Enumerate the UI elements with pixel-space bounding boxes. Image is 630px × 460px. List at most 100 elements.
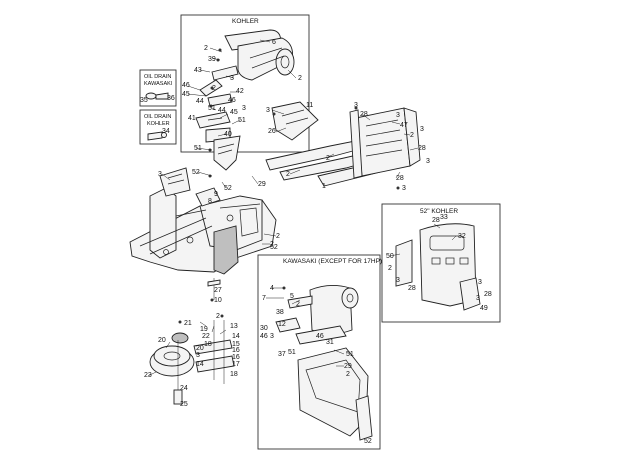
rear-frame-assembly (265, 101, 421, 187)
oil-drain-parts (145, 92, 169, 141)
callout: 29 (344, 363, 352, 370)
callout: 28 (360, 111, 368, 118)
callout: 3 (230, 75, 234, 82)
callout: 16 (232, 354, 240, 361)
callout: 20 (158, 337, 166, 344)
callout: 2 (270, 241, 274, 248)
callout: 29 (258, 181, 266, 188)
callout: 17 (232, 361, 240, 368)
callout: 2 (204, 45, 208, 52)
callout: 16 (232, 347, 240, 354)
callout: 6 (272, 39, 276, 46)
main-frame (129, 135, 277, 300)
kohler-panel-title: KOHLER (232, 18, 259, 25)
callout: 3 (476, 295, 480, 302)
callout: 51 (208, 105, 216, 112)
callout: 12 (278, 321, 286, 328)
clutch-assembly (149, 320, 235, 405)
callout: 3 (402, 185, 406, 192)
callout: 20 (196, 345, 204, 352)
callout: 22 (202, 333, 210, 340)
callout: 27 (214, 287, 222, 294)
callout: 2 (326, 155, 330, 162)
callout: 15 (232, 341, 240, 348)
callout: 19 (200, 326, 208, 333)
callout: 18 (230, 371, 238, 378)
callout: 13 (230, 323, 238, 330)
callout: 33 (440, 214, 448, 221)
callout: 28 (432, 217, 440, 224)
callout: 3 (478, 279, 482, 286)
callout: 38 (276, 309, 284, 316)
callout: 3 (420, 126, 424, 133)
callout: 51 (194, 145, 202, 152)
callout: 41 (188, 115, 196, 122)
callout: 2 (298, 75, 302, 82)
callout: 46 (182, 82, 190, 89)
callout: 42 (236, 88, 244, 95)
callout: 10 (214, 297, 222, 304)
kawasaki-panel-title: KAWASAKI (EXCEPT FOR 17HP) (283, 258, 382, 265)
callout: 3 (396, 277, 400, 284)
oil-drain-kohler-title-1: OIL DRAIN (144, 114, 171, 120)
callout: 18 (204, 341, 212, 348)
callout: 44 (218, 107, 226, 114)
oil-drain-kohler-title-2: KOHLER (147, 121, 170, 127)
callout: 36 (167, 95, 175, 102)
callout: 2 (296, 301, 300, 308)
kawasaki-muffler (275, 285, 373, 441)
callout: 34 (162, 128, 170, 135)
callout: 51 (288, 349, 296, 356)
callout: 49 (480, 305, 488, 312)
callout: 25 (180, 401, 188, 408)
callout: 43 (194, 67, 202, 74)
oil-drain-kawasaki-title-2: KAWASAKI (144, 81, 173, 87)
callout: 39 (208, 56, 216, 63)
callout: 52 (224, 185, 232, 192)
callout: 46 (228, 97, 236, 104)
callout: 44 (196, 98, 204, 105)
callout: 28 (396, 175, 404, 182)
callout: 37 (278, 351, 286, 358)
oil-drain-kawasaki-panel: OIL DRAIN KAWASAKI (139, 69, 177, 107)
kohler-52-panel-title: 52" KOHLER (420, 208, 458, 215)
callout: 9 (214, 191, 218, 198)
callout: 2 (276, 233, 280, 240)
callout: 5 (290, 293, 294, 300)
oil-drain-kohler-panel: OIL DRAIN KOHLER (139, 109, 177, 145)
callout: 2 (286, 171, 290, 178)
callout: 3 (196, 352, 200, 359)
callout: 3 (354, 102, 358, 109)
callout: 52 (270, 244, 278, 251)
callout: 4 (270, 285, 274, 292)
callout: 51 (238, 117, 246, 124)
callout: 14 (196, 361, 204, 368)
kohler-52-cover (395, 223, 481, 311)
callout: 3 (158, 171, 162, 178)
kohler-muffler (195, 29, 295, 143)
callout: 35 (140, 97, 148, 104)
callout: 28 (408, 285, 416, 292)
callout: 23 (144, 372, 152, 379)
callout: 3 (266, 107, 270, 114)
callout: 11 (306, 102, 313, 109)
callout: 2 (388, 265, 392, 272)
callout: 28 (484, 291, 492, 298)
callout: 24 (180, 385, 188, 392)
callout: 2 (410, 132, 414, 139)
callout-labels: 6 2 39 2 43 3 46 45 44 42 46 44 2 51 41 … (140, 39, 492, 445)
callout: 3 (270, 333, 274, 340)
callout: 30 (260, 325, 268, 332)
callout: 46 (260, 333, 268, 340)
kohler-panel: KOHLER (180, 14, 310, 153)
callout: 2 (216, 313, 220, 320)
callout: 3 (426, 158, 430, 165)
leader-lines (147, 39, 457, 377)
callout: 2 (212, 85, 216, 92)
callout: 46 (316, 333, 324, 340)
callout: 21 (184, 320, 192, 327)
callout: 2 (346, 371, 350, 378)
callout: 52 (364, 438, 372, 445)
callout: 32 (458, 233, 466, 240)
